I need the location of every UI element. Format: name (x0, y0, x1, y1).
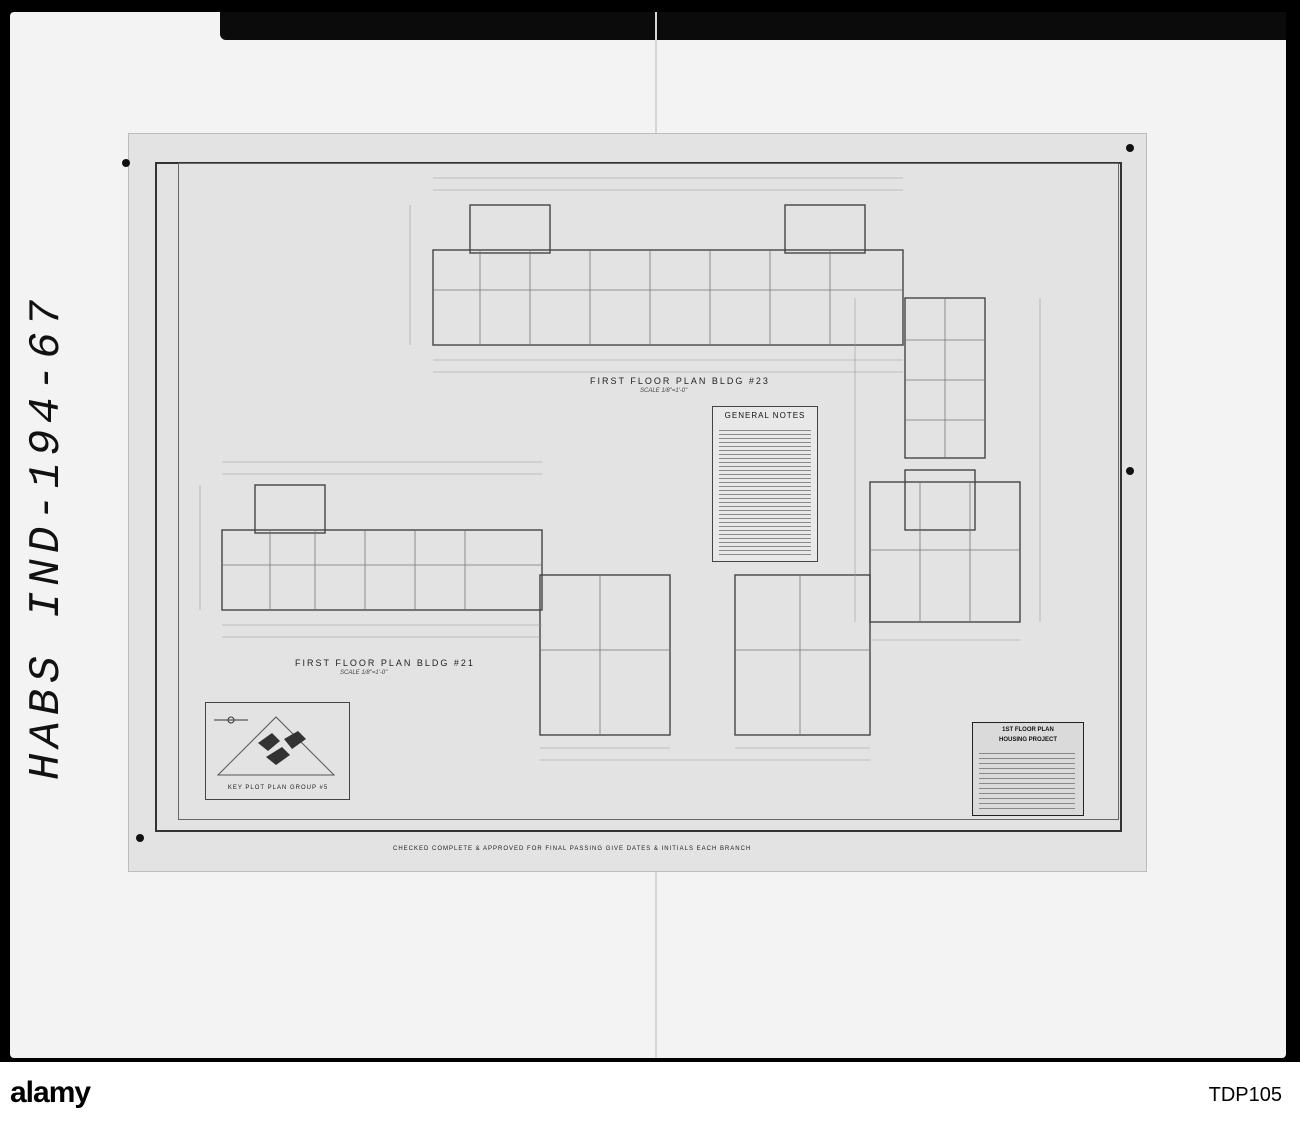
key-plot-plan-label: KEY PLOT PLAN GROUP #5 (227, 785, 329, 791)
bldg23-main-wing (432, 249, 904, 346)
title-block-project: HOUSING PROJECT (998, 737, 1057, 743)
sheet-inner-border (178, 163, 1119, 820)
plan-21-scale: SCALE 1/8"=1'-0" (340, 670, 388, 676)
image-id: TDP105 (1208, 1084, 1282, 1106)
bldg23-north-wing-left (469, 204, 551, 254)
general-notes-title: GENERAL NOTES (724, 411, 806, 420)
bldg23-southeast-block (869, 481, 1021, 623)
title-block: 1ST FLOOR PLAN HOUSING PROJECT (972, 722, 1084, 816)
key-plot-plan-sketch (214, 716, 336, 776)
watermark-strip: alamy TDP105 (0, 1062, 1300, 1121)
pushpin-icon (136, 834, 144, 842)
approval-line: CHECKED COMPLETE & APPROVED FOR FINAL PA… (393, 846, 752, 852)
bldg21-south-block (539, 574, 671, 736)
center-block (734, 574, 871, 736)
plan-23-title: FIRST FLOOR PLAN BLDG #23 (590, 376, 770, 386)
bldg23-north-wing-right (784, 204, 866, 254)
general-notes-box: GENERAL NOTES (712, 406, 818, 562)
title-block-sheet-title: 1ST FLOOR PLAN (1002, 727, 1054, 733)
pushpin-icon (122, 159, 130, 167)
film-edge-bar (220, 12, 1286, 40)
plan-23-scale: SCALE 1/8"=1'-0" (640, 388, 688, 394)
title-block-text-lines (979, 749, 1075, 809)
alamy-logo: alamy (10, 1076, 91, 1109)
pushpin-icon (1126, 467, 1134, 475)
key-plot-plan: KEY PLOT PLAN GROUP #5 (205, 702, 350, 800)
general-notes-text-lines (719, 427, 811, 555)
bldg21-main-wing (221, 529, 543, 611)
plan-21-title: FIRST FLOOR PLAN BLDG #21 (295, 658, 475, 668)
bldg21-north-wing (254, 484, 326, 534)
bldg23-link (904, 469, 976, 531)
pushpin-icon (1126, 144, 1134, 152)
